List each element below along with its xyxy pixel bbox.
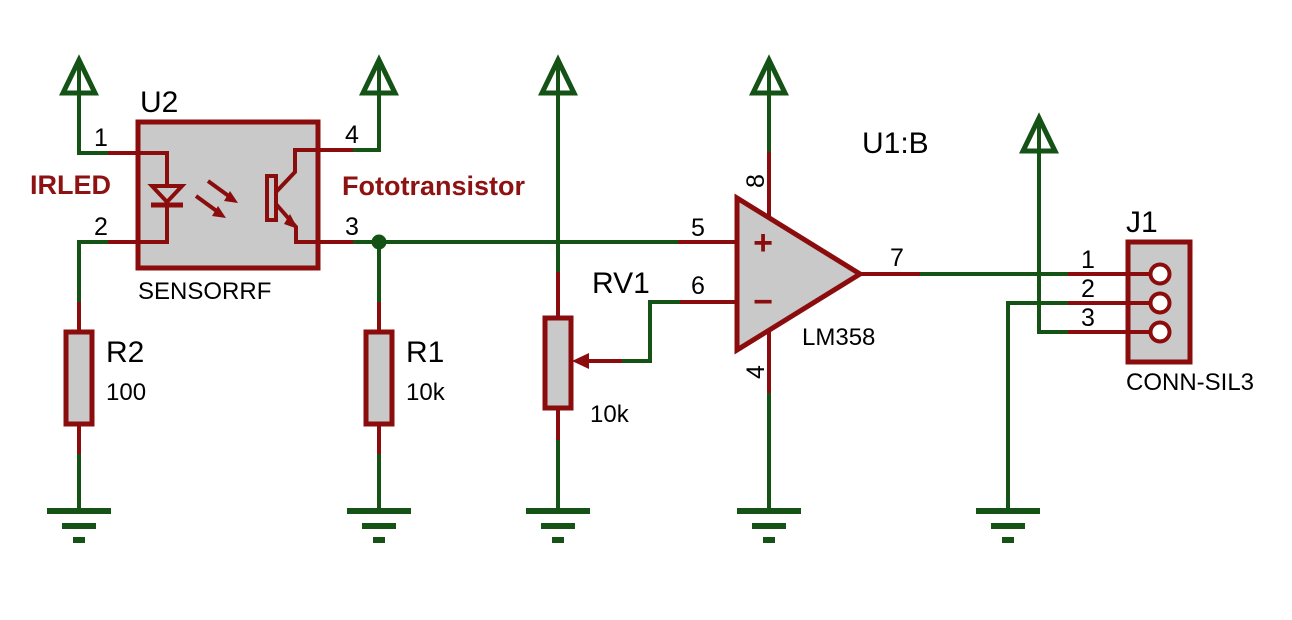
u2-part-label: SENSORRF — [138, 278, 271, 305]
rv1-ref-label: RV1 — [592, 267, 650, 300]
r2-ref-label: R2 — [106, 336, 144, 369]
u1b-part-label: LM358 — [802, 324, 875, 351]
wire-j1-pin2-to-ground[interactable] — [1006, 301, 1068, 512]
led-diode-icon — [147, 184, 187, 205]
ground-symbol-1[interactable] — [47, 508, 111, 543]
emitter-arrowhead — [284, 214, 298, 229]
r1-ref-label: R1 — [406, 336, 444, 369]
u2-pin2-number: 2 — [94, 213, 108, 241]
r2-body — [63, 329, 95, 427]
opamp-inverting-sign: − — [753, 283, 773, 321]
wire-u2-pin2-to-r2[interactable] — [77, 240, 108, 302]
j1-pin3-hole — [1148, 320, 1172, 344]
power-arrow-icon — [59, 54, 99, 96]
j1-pin2-hole — [1148, 291, 1172, 315]
light-arrow-icon — [194, 194, 220, 214]
led-cathode-wire — [140, 207, 169, 244]
j1-pin2-number: 2 — [1081, 275, 1095, 303]
wire-vcc-to-j1-pin3[interactable] — [1037, 122, 1068, 334]
ground-symbol-5[interactable] — [976, 508, 1040, 543]
opamp-pin7-number: 7 — [890, 244, 904, 272]
r1-value-label: 10k — [406, 379, 446, 406]
power-symbol-3[interactable] — [538, 54, 578, 96]
net-label-irled: IRLED — [30, 170, 111, 200]
net-label-fototransistor: Fototransistor — [342, 171, 525, 201]
rv1-value-label: 10k — [590, 401, 630, 428]
junction-dot — [371, 234, 387, 250]
u1b-opamp[interactable]: + − 5 6 7 8 4 U1:B LM358 — [678, 127, 929, 393]
u2-pin1-number: 1 — [94, 124, 108, 152]
u2-pin4-number: 4 — [345, 121, 359, 149]
u1b-ref-label: U1:B — [862, 127, 929, 160]
power-arrow-icon — [538, 54, 578, 96]
ground-symbol-2[interactable] — [347, 508, 411, 543]
wire-rv1-wiper-to-opamp-pin6[interactable] — [622, 300, 680, 363]
ground-symbol-4[interactable] — [737, 508, 801, 543]
power-symbol-5[interactable] — [1019, 112, 1059, 154]
r1-resistor[interactable]: R1 10k — [363, 302, 446, 454]
opamp-pin6-number: 6 — [691, 272, 705, 300]
rv1-body — [542, 315, 574, 411]
light-arrow-icon — [206, 179, 232, 199]
j1-pin1-number: 1 — [1081, 246, 1095, 274]
phototransistor-emitter — [274, 202, 318, 244]
power-arrow-icon — [1019, 112, 1059, 154]
j1-connector[interactable]: 1 2 3 J1 CONN-SIL3 — [1068, 206, 1254, 396]
opamp-pin4-number: 4 — [742, 365, 770, 379]
j1-ref-label: J1 — [1126, 206, 1158, 239]
rv1-potentiometer[interactable]: RV1 10k — [542, 267, 650, 440]
j1-pin3-number: 3 — [1081, 304, 1095, 332]
r2-value-label: 100 — [106, 379, 146, 406]
light-arrowhead — [212, 206, 226, 218]
power-symbol-2[interactable] — [359, 54, 399, 96]
power-arrow-icon — [359, 54, 399, 96]
phototransistor-base-bar — [265, 174, 278, 222]
r1-body — [363, 329, 395, 427]
j1-pin1-hole — [1148, 262, 1172, 286]
opamp-pin8-number: 8 — [742, 174, 770, 188]
u2-pin3-number: 3 — [345, 213, 359, 241]
power-symbol-4[interactable] — [749, 54, 789, 96]
power-symbol-1[interactable] — [59, 54, 99, 96]
opamp-noninverting-sign: + — [753, 224, 773, 262]
light-arrowhead — [224, 191, 238, 203]
opamp-triangle — [734, 193, 865, 355]
u2-optocoupler[interactable]: U2 SENSORRF 1 2 4 3 — [94, 86, 359, 305]
led-anode-wire — [140, 151, 169, 186]
power-arrow-icon — [749, 54, 789, 96]
ground-symbol-3[interactable] — [526, 508, 590, 543]
r2-resistor[interactable]: R2 100 — [63, 302, 146, 454]
rv1-wiper-arrowhead — [572, 353, 589, 369]
opamp-pin5-number: 5 — [691, 214, 705, 242]
j1-part-label: CONN-SIL3 — [1126, 369, 1254, 396]
u2-ref-label: U2 — [140, 86, 178, 119]
wires — [77, 64, 1068, 512]
phototransistor-collector — [274, 148, 318, 194]
